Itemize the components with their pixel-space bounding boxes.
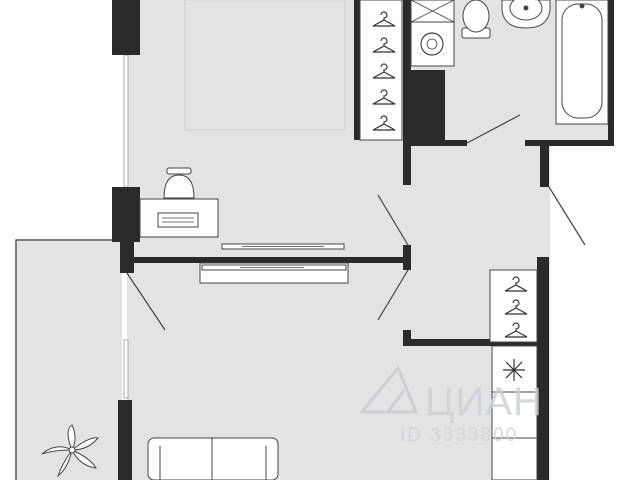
wall-left-stub (120, 240, 134, 273)
wall-bedroom-bottom (134, 257, 410, 263)
tv-shelf-living (199, 262, 349, 284)
entrance-door (548, 186, 586, 246)
sink-icon (501, 0, 551, 29)
wall-living-left (118, 400, 132, 480)
doors (126, 114, 586, 331)
living-room-door (377, 269, 409, 321)
wall-hall-top-left (403, 0, 411, 185)
wall-kitchen-top (403, 339, 543, 346)
bedroom-window (123, 54, 129, 188)
living-room-window (123, 339, 129, 399)
balcony-outline (15, 239, 122, 480)
wall-hall-door-post (403, 245, 411, 270)
wall-hall-right-top (540, 140, 549, 187)
wall-bath-bottom-right (525, 140, 612, 146)
tv-shelf-bedroom (221, 243, 345, 250)
bedroom-wardrobe (359, 0, 403, 141)
bathroom-door (466, 114, 521, 144)
wall-bedroom-top-left (112, 0, 140, 55)
plant-icon (41, 424, 99, 478)
toilet-icon (461, 0, 491, 39)
sofa-icon (147, 437, 279, 480)
wall-left-middle (112, 187, 140, 242)
washing-machine-icon (410, 0, 455, 67)
walls (112, 0, 614, 480)
wall-bath-bottom (411, 140, 467, 146)
hall-wardrobe (489, 269, 538, 343)
stove-icon (503, 359, 525, 381)
bathtub-icon (555, 0, 609, 125)
watermark-brand: ЦИАН (425, 380, 543, 424)
wall-kitchen-right (537, 257, 549, 480)
wall-bath-left-thick (411, 70, 445, 142)
balcony-floor (16, 240, 122, 480)
bedroom-door (377, 194, 409, 246)
logo-icon (358, 365, 419, 414)
watermark-id: ID 3333800 (400, 425, 519, 446)
armchair-icon (163, 167, 195, 199)
wall-living-right-post (403, 330, 411, 346)
wall-closet-left (354, 0, 360, 140)
dresser (139, 198, 219, 238)
balcony-door (126, 272, 166, 331)
bed-icon (184, 0, 346, 131)
wall-bath-right (608, 0, 614, 146)
